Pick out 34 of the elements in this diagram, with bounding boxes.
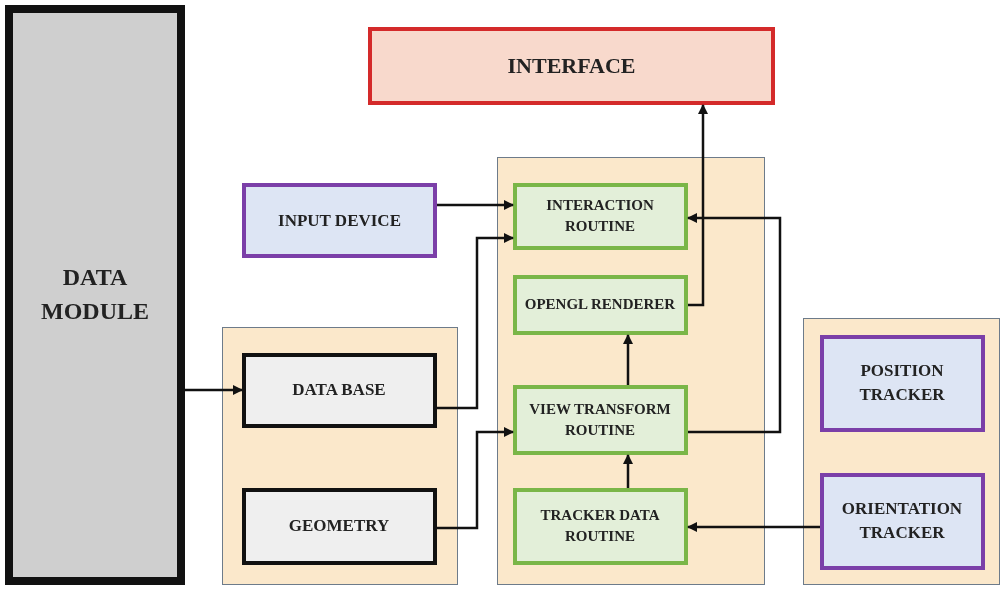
storage-box xyxy=(241,487,437,565)
device-box xyxy=(819,334,985,432)
device-box xyxy=(819,472,985,570)
arrow xyxy=(623,334,633,385)
device-box xyxy=(242,183,437,258)
arrow xyxy=(687,522,820,532)
arrow xyxy=(185,385,243,395)
routine-box xyxy=(512,274,688,335)
group-panel xyxy=(803,318,1000,585)
node-label: DATA MODULE xyxy=(40,263,150,326)
node-label: INTERFACE xyxy=(506,51,637,80)
arrow xyxy=(437,427,514,530)
group-panel xyxy=(497,157,765,585)
node-label: DATA BASE xyxy=(291,379,387,402)
node-label: INPUT DEVICE xyxy=(277,209,402,232)
arrow xyxy=(623,454,633,488)
arrow xyxy=(437,233,514,410)
routine-box xyxy=(512,384,688,455)
node-label: TRACKER DATA ROUTINE xyxy=(539,506,661,546)
arrow xyxy=(687,213,782,434)
routine-box xyxy=(512,182,688,250)
storage-box xyxy=(241,352,437,428)
group-panel xyxy=(222,327,458,585)
node-label: OPENGL RENDERER xyxy=(523,295,677,314)
node-label: GEOMETRY xyxy=(287,515,391,538)
arrow xyxy=(688,104,708,307)
interface-box xyxy=(368,27,775,105)
node-label: POSITION TRACKER xyxy=(858,360,946,406)
module-box xyxy=(5,5,185,585)
arrow xyxy=(437,200,514,210)
node-label: VIEW TRANSFORM ROUTINE xyxy=(528,399,672,440)
routine-box xyxy=(512,487,688,565)
node-label: ORIENTATION TRACKER xyxy=(840,498,964,544)
node-label: INTERACTION ROUTINE xyxy=(545,196,655,236)
